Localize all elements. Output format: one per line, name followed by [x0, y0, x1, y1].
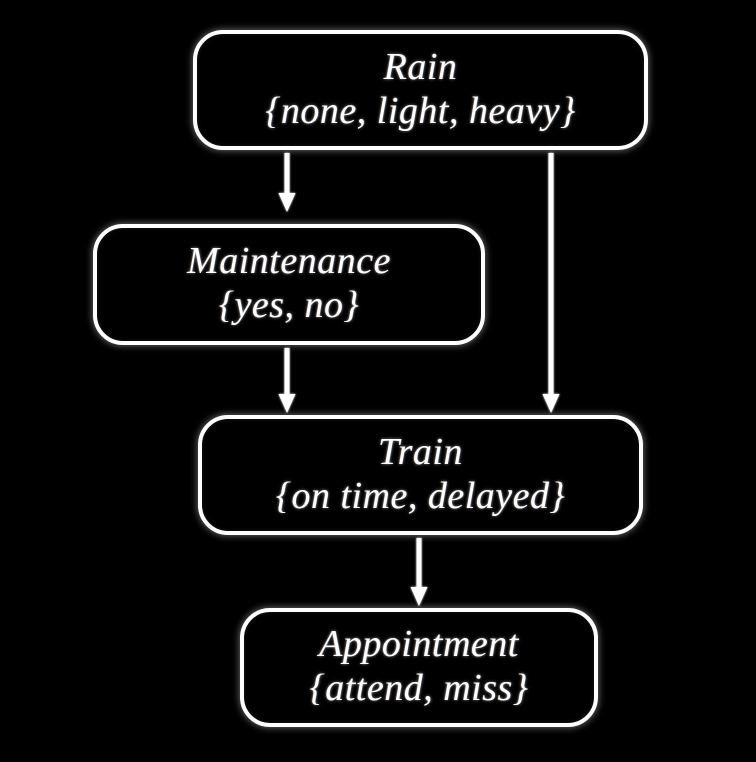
edge-rain-to-train: [542, 153, 560, 413]
edge-rain-to-maintenance-arrowhead: [278, 193, 296, 212]
node-maintenance-label: Maintenance: [187, 240, 391, 283]
edge-train-to-appointment-arrowhead: [410, 587, 428, 606]
node-appointment[interactable]: Appointment {attend, miss}: [240, 608, 598, 727]
edge-maintenance-to-train: [278, 348, 296, 413]
node-train[interactable]: Train {on time, delayed}: [198, 415, 643, 535]
node-train-label: Train: [378, 430, 463, 473]
node-train-states: {on time, delayed}: [275, 474, 566, 517]
edge-rain-to-train-arrowhead: [542, 394, 560, 413]
edge-rain-to-maintenance: [278, 153, 296, 212]
node-maintenance[interactable]: Maintenance {yes, no}: [93, 224, 485, 345]
node-rain-states: {none, light, heavy}: [265, 89, 576, 132]
node-appointment-label: Appointment: [319, 623, 519, 666]
node-rain-label: Rain: [383, 45, 458, 88]
edge-train-to-appointment: [410, 538, 428, 606]
node-maintenance-states: {yes, no}: [218, 284, 360, 327]
node-rain[interactable]: Rain {none, light, heavy}: [193, 30, 648, 150]
edge-maintenance-to-train-arrowhead: [278, 394, 296, 413]
node-appointment-states: {attend, miss}: [309, 667, 529, 710]
